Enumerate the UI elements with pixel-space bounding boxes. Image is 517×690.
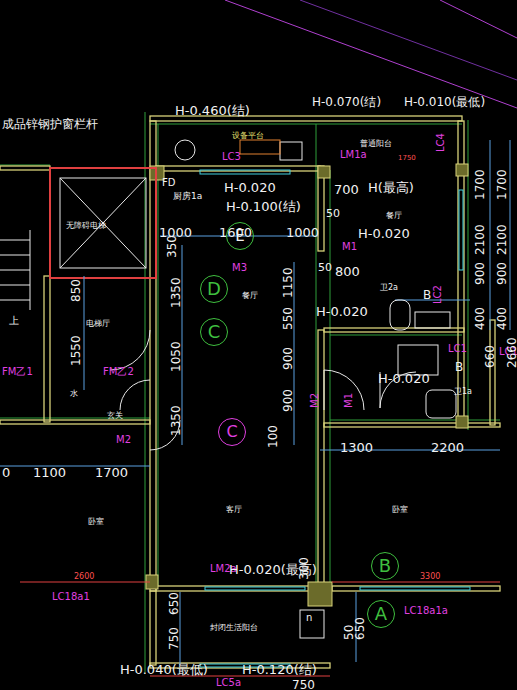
dimension-text: 650 xyxy=(168,592,180,615)
plan-label: 50 xyxy=(318,262,332,273)
plan-label: FD xyxy=(162,178,175,188)
plan-label: 无障碍电梯 xyxy=(66,222,106,230)
dimension-text: 850 xyxy=(70,279,82,302)
plan-label: B xyxy=(423,289,431,301)
dimension-text: LC2 xyxy=(433,285,443,304)
plan-label: H-0.010(最低) xyxy=(404,96,485,108)
dimension-text: 400 xyxy=(474,307,486,330)
plan-label: H(最高) xyxy=(368,181,414,194)
plan-label: B xyxy=(455,361,463,373)
plan-label: H-0.020 xyxy=(358,227,410,240)
dimension-text: 1350 xyxy=(170,405,182,436)
dimension-text: 2100 xyxy=(474,224,486,255)
axis-callout-circle: E xyxy=(226,222,254,250)
dimension-text: 900 xyxy=(496,262,508,285)
plan-label: 上 xyxy=(9,316,19,326)
plan-label: 客厅 xyxy=(226,506,242,514)
plan-label: 0 xyxy=(2,466,10,479)
dimension-text: 1700 xyxy=(496,169,508,200)
plan-label: 750 xyxy=(292,679,315,690)
axis-callout-circle: B xyxy=(371,552,399,580)
plan-label: LC1 xyxy=(448,344,467,354)
plan-label: 800 xyxy=(335,265,360,278)
plan-label: H-0.020 xyxy=(316,305,368,318)
plan-label: 1100 xyxy=(33,466,66,479)
axis-callout-circle: C xyxy=(218,418,246,446)
dimension-text: 550 xyxy=(282,307,294,330)
dimension-text: 750 xyxy=(168,627,180,650)
plan-label: 设备平台 xyxy=(232,132,264,140)
plan-label: 1700 xyxy=(95,466,128,479)
dimension-text: 1050 xyxy=(170,341,182,372)
plan-label: 卧室 xyxy=(88,518,104,526)
dimension-text: 900 xyxy=(282,347,294,370)
plan-label: 卧室 xyxy=(392,506,408,514)
plan-label: 卫1a xyxy=(454,388,472,396)
plan-label: 厨房1a xyxy=(173,192,202,201)
dimension-text: 1550 xyxy=(70,335,82,366)
plan-label: H-0.020 xyxy=(378,372,430,385)
plan-label: LC18a1a xyxy=(404,606,448,616)
plan-label: 2600 xyxy=(74,573,94,581)
axis-callout-circle: D xyxy=(200,275,228,303)
plan-label: 封闭生活阳台 xyxy=(210,624,258,632)
plan-label: H-0.120(结) xyxy=(242,663,317,676)
callout-letter: C xyxy=(208,323,221,341)
dimension-text: M1 xyxy=(344,393,354,408)
plan-label: 2200 xyxy=(431,441,464,454)
dimension-text: 100 xyxy=(267,425,279,448)
dimension-text: LC4 xyxy=(436,133,446,152)
axis-callout-circle: C xyxy=(200,318,228,346)
plan-label: 卫2a xyxy=(380,284,398,292)
plan-label: LM1a xyxy=(340,150,367,160)
plan-label: LC5a xyxy=(216,678,241,688)
dimension-text: 900 xyxy=(474,262,486,285)
dimension-text: 650 xyxy=(354,617,366,640)
plan-label: 1300 xyxy=(340,441,373,454)
callout-letter: A xyxy=(375,605,387,623)
plan-label: H-0.040(最低) xyxy=(120,663,208,676)
dimension-text: 2100 xyxy=(496,224,508,255)
dimension-text: 350 xyxy=(166,235,178,258)
plan-label: 700 xyxy=(334,183,359,196)
plan-label: 1750 xyxy=(398,155,416,162)
plan-label: 餐厅 xyxy=(386,212,402,220)
plan-label: 餐厅 xyxy=(242,292,258,300)
dimension-text: 2660 xyxy=(506,337,517,368)
dimension-text: 660 xyxy=(484,345,496,368)
plan-label: 电梯厅 xyxy=(86,320,110,328)
callout-letter: E xyxy=(235,229,244,244)
plan-label: 玄关 xyxy=(107,412,123,420)
dimension-text: 1700 xyxy=(474,169,486,200)
callout-letter: D xyxy=(207,280,221,298)
dimension-text: 1150 xyxy=(282,267,294,298)
plan-label: LC18a1 xyxy=(52,592,90,602)
plan-label: 成品锌钢护窗栏杆 xyxy=(2,118,98,130)
plan-label: H-0.070(结) xyxy=(312,96,381,108)
plan-label: H-0.460(结) xyxy=(175,104,250,117)
plan-label: n xyxy=(306,613,312,623)
plan-label: 50 xyxy=(326,208,340,219)
dimension-text: M2 xyxy=(310,393,320,408)
plan-label: 1000 xyxy=(286,226,319,239)
dimension-text: 400 xyxy=(496,307,508,330)
plan-label: M3 xyxy=(232,263,247,273)
plan-label: H-0.020 xyxy=(224,181,276,194)
plan-label: H-0.100(结) xyxy=(226,200,301,213)
callout-letter: C xyxy=(226,424,237,440)
plan-label: FM乙2 xyxy=(103,367,134,377)
plan-label: LC3 xyxy=(222,152,241,162)
dimension-text: 1350 xyxy=(170,277,182,308)
plan-label: M2 xyxy=(116,435,131,445)
plan-label: 普通阳台 xyxy=(360,140,392,148)
plan-label: FM乙1 xyxy=(2,367,33,377)
callout-letter: B xyxy=(379,557,391,575)
plan-label: M1 xyxy=(342,242,357,252)
dimension-text: 300 xyxy=(298,557,310,580)
plan-label: 水 xyxy=(70,390,78,398)
plan-label: 3300 xyxy=(420,573,440,581)
dimension-text: 900 xyxy=(282,389,294,412)
axis-callout-circle: A xyxy=(367,600,395,628)
